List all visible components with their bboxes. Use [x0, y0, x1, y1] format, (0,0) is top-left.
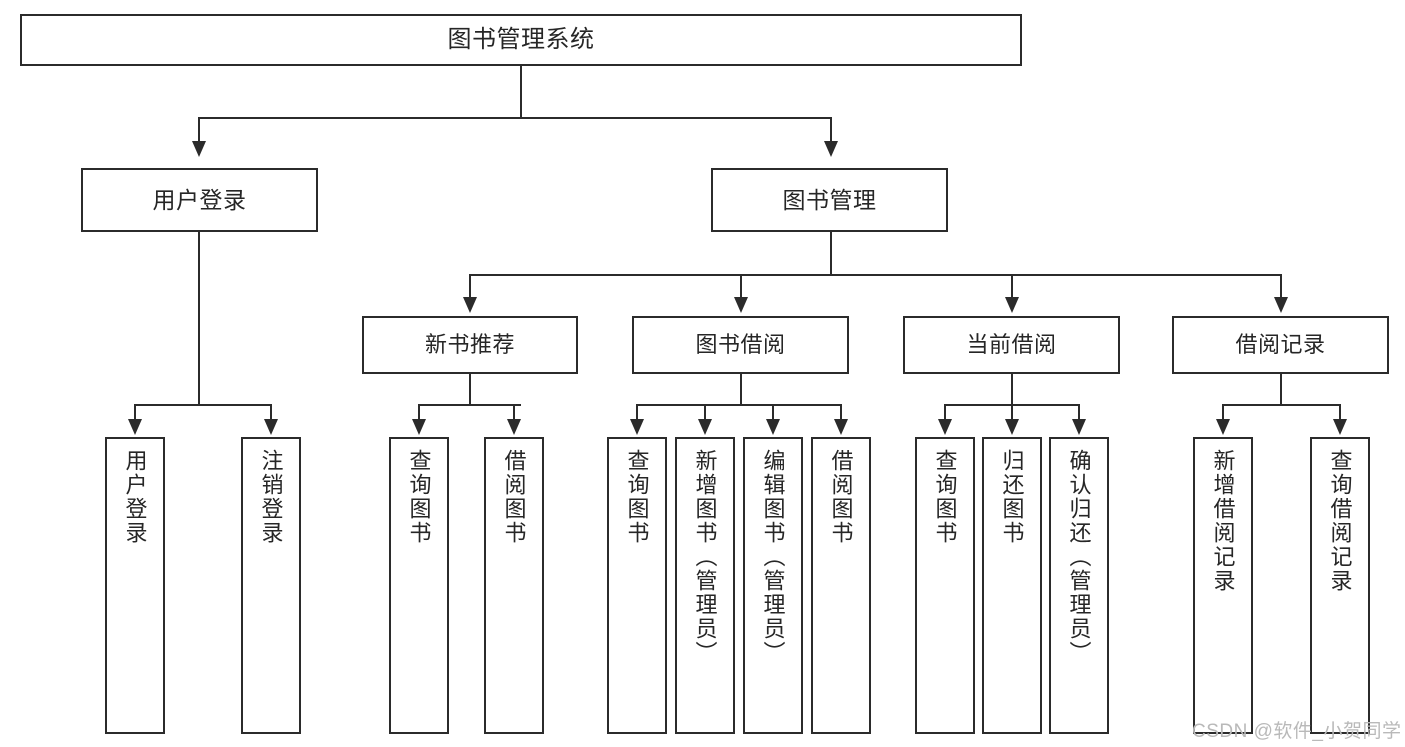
leaf-br-query-record[interactable]: 查询借阅记录 — [1310, 437, 1370, 734]
connector-new-book-bus — [418, 404, 521, 406]
connector-br-leaf2 — [1339, 404, 1341, 421]
connector-user-login-leaf2 — [270, 404, 272, 421]
connector-book-management-stem — [830, 232, 832, 275]
arrowhead-bb-leaf2 — [698, 419, 712, 435]
arrowhead-bb-leaf4 — [834, 419, 848, 435]
connector-level3-bus — [469, 274, 1281, 276]
leaf-bb-query-book[interactable]: 查询图书 — [607, 437, 667, 734]
node-user-login[interactable]: 用户登录 — [81, 168, 318, 232]
connector-new-book-leaf1 — [418, 404, 420, 421]
connector-br-leaf1 — [1222, 404, 1224, 421]
connector-cb-leaf2 — [1011, 404, 1013, 421]
node-label: 查询图书 — [624, 449, 650, 545]
connector-book-borrow-bus — [636, 404, 842, 406]
node-label: 新增借阅记录 — [1210, 449, 1236, 593]
node-label: 图书管理 — [782, 186, 877, 213]
connector-user-login-stem — [198, 232, 200, 405]
node-label: 借阅图书 — [828, 449, 854, 545]
node-label: 新增图书（管理员） — [692, 449, 718, 665]
node-label: 新书推荐 — [424, 332, 515, 358]
node-label: 归还图书 — [999, 449, 1025, 545]
leaf-nbr-query-book[interactable]: 查询图书 — [389, 437, 449, 734]
leaf-nbr-borrow-book[interactable]: 借阅图书 — [484, 437, 544, 734]
arrowhead-book-management — [824, 141, 838, 157]
arrowhead-br-leaf1 — [1216, 419, 1230, 435]
arrowhead-cb-leaf2 — [1005, 419, 1019, 435]
leaf-bb-borrow-book[interactable]: 借阅图书 — [811, 437, 871, 734]
arrowhead-cb-leaf1 — [938, 419, 952, 435]
leaf-bb-add-book-admin[interactable]: 新增图书（管理员） — [675, 437, 735, 734]
arrowhead-bb-leaf3 — [766, 419, 780, 435]
node-root-book-management-system[interactable]: 图书管理系统 — [20, 14, 1022, 66]
node-new-book-recommend[interactable]: 新书推荐 — [362, 316, 578, 374]
connector-root-to-book-management — [830, 117, 832, 143]
node-book-management[interactable]: 图书管理 — [711, 168, 948, 232]
arrowhead-cb-leaf3 — [1072, 419, 1086, 435]
csdn-watermark: CSDN @软件_小贺同学 — [1192, 721, 1402, 742]
node-label: 图书管理系统 — [447, 26, 595, 54]
connector-root-bus — [198, 117, 832, 119]
arrowhead-nb-leaf1 — [412, 419, 426, 435]
arrowhead-user-login — [192, 141, 206, 157]
arrowhead-new-book-recommend — [463, 297, 477, 313]
node-label: 借阅图书 — [501, 449, 527, 545]
node-label: 查询图书 — [932, 449, 958, 545]
node-current-borrow[interactable]: 当前借阅 — [903, 316, 1120, 374]
arrowhead-leaf-user-login — [128, 419, 142, 435]
node-borrow-record[interactable]: 借阅记录 — [1172, 316, 1389, 374]
node-label: 图书借阅 — [695, 332, 786, 358]
connector-cb-leaf3 — [1078, 404, 1080, 421]
node-label: 用户登录 — [122, 449, 148, 545]
node-label: 确认归还（管理员） — [1066, 449, 1092, 665]
connector-bb-leaf2 — [704, 404, 706, 421]
connector-current-borrow-stem — [1011, 374, 1013, 405]
leaf-user-login[interactable]: 用户登录 — [105, 437, 165, 734]
connector-to-book-borrow — [740, 274, 742, 299]
arrowhead-bb-leaf1 — [630, 419, 644, 435]
node-label: 注销登录 — [258, 449, 284, 545]
leaf-bb-edit-book-admin[interactable]: 编辑图书（管理员） — [743, 437, 803, 734]
node-label: 查询图书 — [406, 449, 432, 545]
connector-borrow-record-bus — [1222, 404, 1341, 406]
connector-to-current-borrow — [1011, 274, 1013, 299]
leaf-cb-return-book[interactable]: 归还图书 — [982, 437, 1042, 734]
connector-user-login-leaf1 — [134, 404, 136, 421]
connector-borrow-record-stem — [1280, 374, 1282, 405]
connector-user-login-bus — [134, 404, 270, 406]
leaf-cb-query-book[interactable]: 查询图书 — [915, 437, 975, 734]
node-label: 用户登录 — [152, 186, 247, 213]
arrowhead-book-borrow — [734, 297, 748, 313]
connector-bb-leaf1 — [636, 404, 638, 421]
connector-bb-leaf3 — [772, 404, 774, 421]
arrowhead-current-borrow — [1005, 297, 1019, 313]
connector-cb-leaf1 — [944, 404, 946, 421]
leaf-cb-confirm-return-admin[interactable]: 确认归还（管理员） — [1049, 437, 1109, 734]
connector-book-borrow-stem — [740, 374, 742, 405]
arrowhead-br-leaf2 — [1333, 419, 1347, 435]
connector-bb-leaf4 — [840, 404, 842, 421]
node-label: 借阅记录 — [1235, 332, 1326, 358]
connector-new-book-leaf2 — [513, 404, 515, 421]
connector-root-to-user-login — [198, 117, 200, 143]
node-label: 编辑图书（管理员） — [760, 449, 786, 665]
arrowhead-borrow-record — [1274, 297, 1288, 313]
connector-root-stem — [520, 66, 522, 118]
arrowhead-leaf-logout — [264, 419, 278, 435]
connector-to-borrow-record — [1280, 274, 1282, 299]
node-label: 查询借阅记录 — [1327, 449, 1353, 593]
arrowhead-nb-leaf2 — [507, 419, 521, 435]
node-book-borrow[interactable]: 图书借阅 — [632, 316, 849, 374]
node-label: 当前借阅 — [966, 332, 1057, 358]
leaf-logout[interactable]: 注销登录 — [241, 437, 301, 734]
leaf-br-add-record[interactable]: 新增借阅记录 — [1193, 437, 1253, 734]
connector-to-new-book — [469, 274, 471, 299]
connector-new-book-stem — [469, 374, 471, 405]
